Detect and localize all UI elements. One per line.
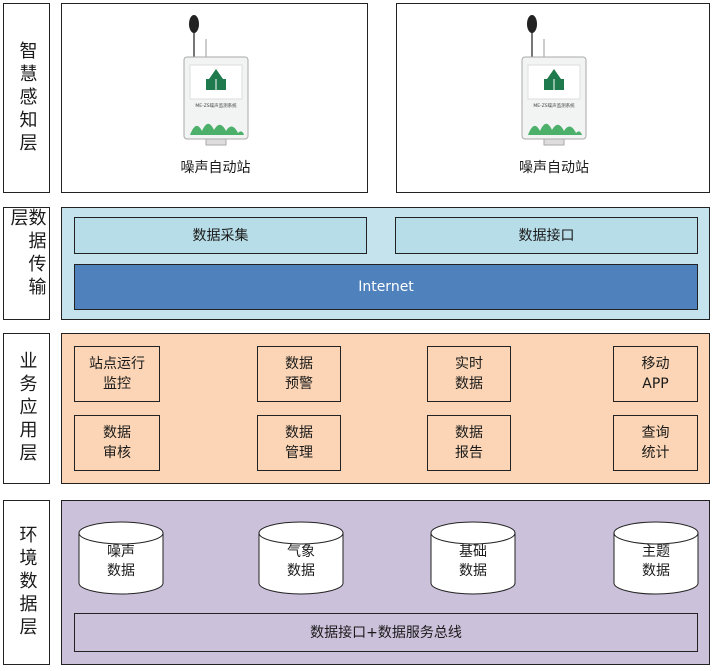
data-interface-box: 数据接口 xyxy=(395,217,698,254)
database-cylinder-noise: 噪声 数据 xyxy=(78,521,164,595)
app-module-data-alert: 数据 预警 xyxy=(257,346,341,402)
app-module-station-monitor: 站点运行 监控 xyxy=(74,346,160,402)
app-module-realtime-data: 实时 数据 xyxy=(427,346,511,402)
internet-bar: Internet xyxy=(74,264,698,310)
data-service-bus-bar: 数据接口+数据服务总线 xyxy=(74,613,698,652)
database-cylinder-basic: 基础 数据 xyxy=(430,521,516,595)
app-module-query-stats: 查询 统计 xyxy=(613,415,698,471)
app-module-mobile-app: 移动 APP xyxy=(613,346,698,402)
layer-label-environment: 环境数据层 xyxy=(3,500,50,665)
layer-label-perception: 智慧感知层 xyxy=(3,3,50,193)
app-module-data-audit: 数据 审核 xyxy=(74,415,160,471)
noise-station-device-icon: ME-ZS噪声监测系统 xyxy=(183,15,249,146)
device-label-text: ME-ZS噪声监测系统 xyxy=(533,102,575,109)
application-panel: 站点运行 监控 数据 预警 实时 数据 移动 APP 数据 审核 数据 管理 数… xyxy=(61,333,710,484)
station-panel: ME-ZS噪声监测系统 噪声自动站 xyxy=(396,3,710,193)
station-label: 噪声自动站 xyxy=(180,160,251,176)
environment-panel: 噪声 数据 气象 数据 基础 数据 主题 数据 数据接口+数据服务总线 xyxy=(61,500,710,665)
layer-label-application: 业务应用层 xyxy=(3,333,50,484)
data-collection-box: 数据采集 xyxy=(74,217,367,254)
app-module-data-management: 数据 管理 xyxy=(257,415,341,471)
app-module-data-report: 数据 报告 xyxy=(427,415,511,471)
layer-label-transmission: 数据传输层 xyxy=(3,207,50,320)
device-label-text: ME-ZS噪声监测系统 xyxy=(195,102,237,109)
transmission-panel: 数据采集 数据接口 Internet xyxy=(61,207,710,320)
database-cylinder-weather: 气象 数据 xyxy=(258,521,344,595)
station-panel: ME-ZS噪声监测系统 噪声自动站 xyxy=(61,3,368,193)
database-cylinder-theme: 主题 数据 xyxy=(613,521,699,595)
station-label: 噪声自动站 xyxy=(519,160,589,176)
noise-station-device-icon: ME-ZS噪声监测系统 xyxy=(521,15,587,146)
